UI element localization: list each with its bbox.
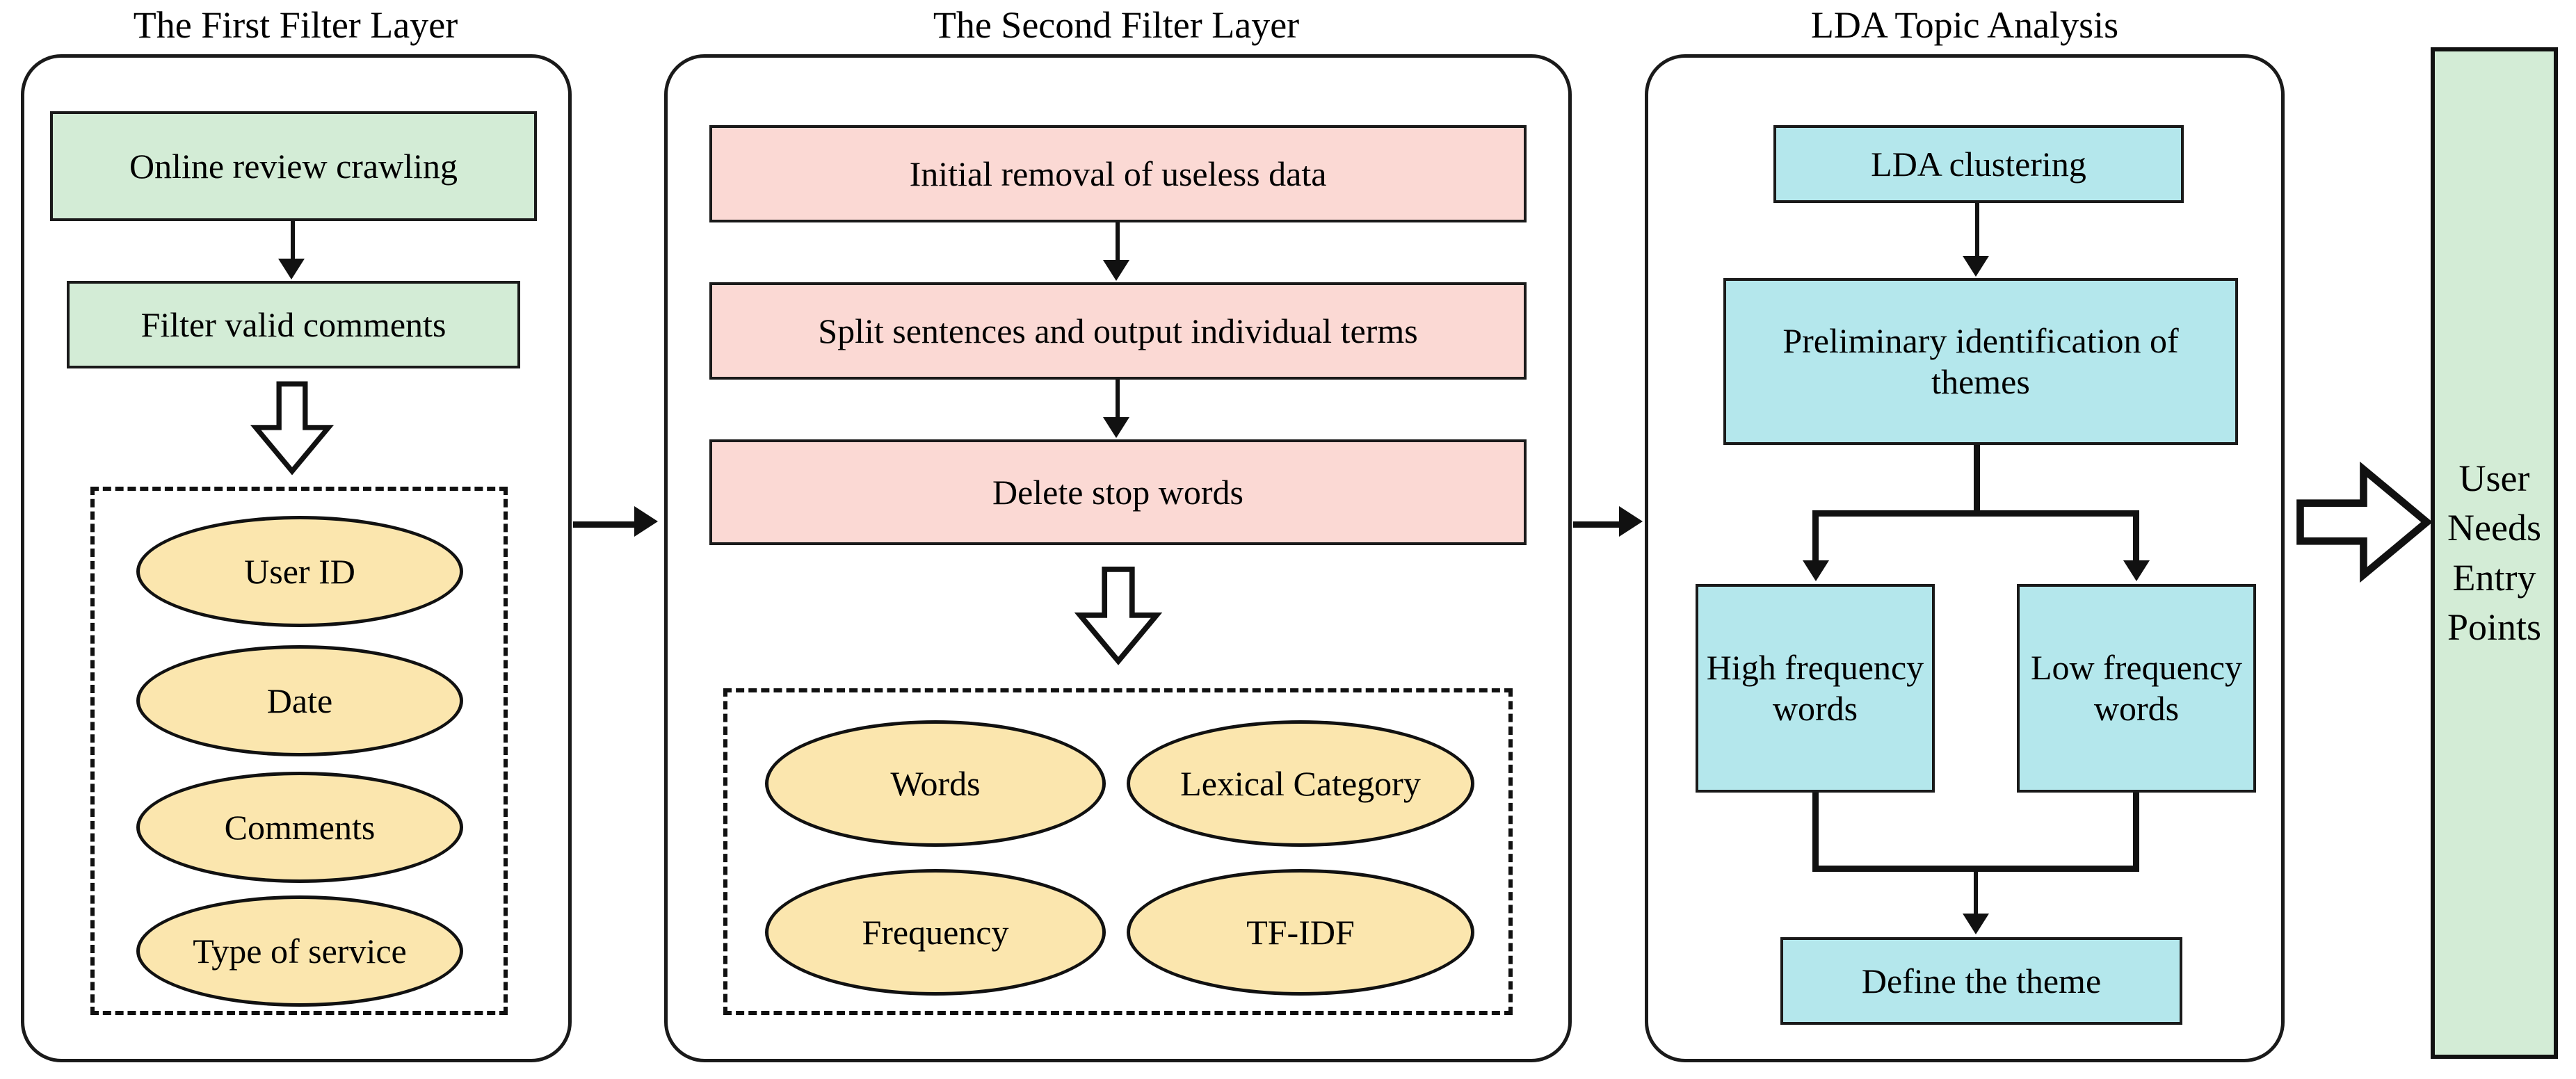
box-label: Delete stop words [992, 472, 1244, 512]
ellipse-label: Frequency [862, 912, 1009, 952]
box-label: Filter valid comments [140, 305, 446, 344]
connector-arrowhead-crawl-to-filter [278, 259, 305, 279]
connector-line-merge-left-drop [1812, 793, 1819, 870]
box-online-review-crawling[interactable]: Online review crawling [50, 111, 537, 221]
ellipse-tf-idf[interactable]: TF-IDF [1127, 869, 1474, 996]
connector-line-crawl-to-filter [291, 221, 295, 264]
connector-arrowhead-fork-left [1803, 560, 1829, 581]
box-label: Initial removal of useless data [909, 154, 1327, 193]
box-label: Low frequency words [2030, 648, 2243, 728]
ellipse-label: TF-IDF [1246, 912, 1355, 952]
ellipse-label: Words [890, 763, 981, 803]
ellipse-user-id[interactable]: User ID [136, 516, 463, 627]
panel-title-second-filter-layer: The Second Filter Layer [933, 4, 1300, 46]
box-label: LDA clustering [1871, 144, 2086, 184]
connector-line-fork-right-drop [2133, 510, 2139, 566]
ellipse-lexical-category[interactable]: Lexical Category [1127, 720, 1474, 847]
summary-text-block: User Needs Entry Points [2447, 454, 2541, 652]
ellipse-label: Lexical Category [1180, 763, 1421, 803]
dashed-frame-stage1-fields [90, 487, 508, 1015]
summary-line-points: Points [2447, 606, 2542, 648]
ellipse-words[interactable]: Words [765, 720, 1106, 847]
connector-arrowhead-fork-right [2123, 560, 2150, 581]
box-label: Split sentences and output individual te… [818, 311, 1418, 350]
connector-line-prelim-fork-stem [1974, 445, 1980, 514]
box-initial-removal-of-useless-data[interactable]: Initial removal of useless data [709, 125, 1527, 222]
ellipse-date[interactable]: Date [136, 645, 463, 756]
box-label: Online review crawling [129, 146, 458, 186]
summary-line-user: User [2458, 457, 2530, 499]
connector-arrowhead-split-to-delete [1103, 417, 1129, 438]
box-low-frequency-words[interactable]: Low frequency words [2017, 584, 2256, 793]
connector-line-merge-stem [1974, 866, 1978, 920]
connector-arrowhead-stage2-to-stage3 [1619, 506, 1643, 537]
panel-lda-topic-analysis [1645, 54, 2285, 1062]
ellipse-type-of-service[interactable]: Type of service [136, 895, 463, 1007]
box-high-frequency-words[interactable]: High frequency words [1696, 584, 1935, 793]
dashed-frame-stage2-features [723, 688, 1513, 1015]
summary-line-entry: Entry [2452, 556, 2536, 599]
box-delete-stop-words[interactable]: Delete stop words [709, 439, 1527, 545]
box-filter-valid-comments[interactable]: Filter valid comments [67, 281, 520, 368]
box-label: High frequency words [1706, 648, 1924, 728]
panel-title-lda-topic-analysis: LDA Topic Analysis [1810, 4, 2119, 46]
panel-title-first-filter-layer: The First Filter Layer [133, 4, 458, 46]
ellipse-label: Type of service [193, 931, 407, 971]
hollow-arrow-down-stage2 [1074, 567, 1163, 665]
box-split-sentences-and-output-individual-terms[interactable]: Split sentences and output individual te… [709, 282, 1527, 380]
ellipse-frequency[interactable]: Frequency [765, 869, 1106, 996]
connector-line-removal-to-split [1116, 222, 1120, 266]
box-define-the-theme[interactable]: Define the theme [1780, 937, 2182, 1025]
connector-line-stage1-to-stage2 [573, 521, 637, 528]
box-preliminary-identification-of-themes[interactable]: Preliminary identification of themes [1723, 278, 2238, 445]
box-label: Define the theme [1861, 961, 2102, 1000]
hollow-arrow-right-to-outcome [2296, 461, 2433, 583]
ellipse-label: Date [266, 681, 333, 720]
connector-line-stage2-to-stage3 [1573, 521, 1622, 528]
connector-line-split-to-delete [1116, 380, 1120, 423]
connector-arrowhead-merge-to-theme [1963, 914, 1989, 934]
connector-arrowhead-stage1-to-stage2 [634, 506, 658, 537]
connector-arrowhead-clustering-to-prelim [1963, 256, 1989, 277]
connector-line-merge-right-drop [2133, 793, 2139, 870]
ellipse-comments[interactable]: Comments [136, 772, 463, 883]
ellipse-label: User ID [244, 551, 355, 591]
box-label: Preliminary identification of themes [1782, 321, 2179, 401]
panel-user-needs-entry-points[interactable]: User Needs Entry Points [2431, 47, 2558, 1059]
connector-line-prelim-fork-bar [1812, 510, 2139, 517]
box-lda-clustering[interactable]: LDA clustering [1773, 125, 2184, 203]
connector-line-fork-left-drop [1812, 510, 1819, 566]
connector-arrowhead-removal-to-split [1103, 260, 1129, 281]
summary-line-needs: Needs [2447, 507, 2541, 549]
hollow-arrow-down-stage1 [250, 381, 335, 476]
ellipse-label: Comments [224, 807, 376, 847]
connector-line-clustering-to-prelim [1975, 203, 1979, 261]
